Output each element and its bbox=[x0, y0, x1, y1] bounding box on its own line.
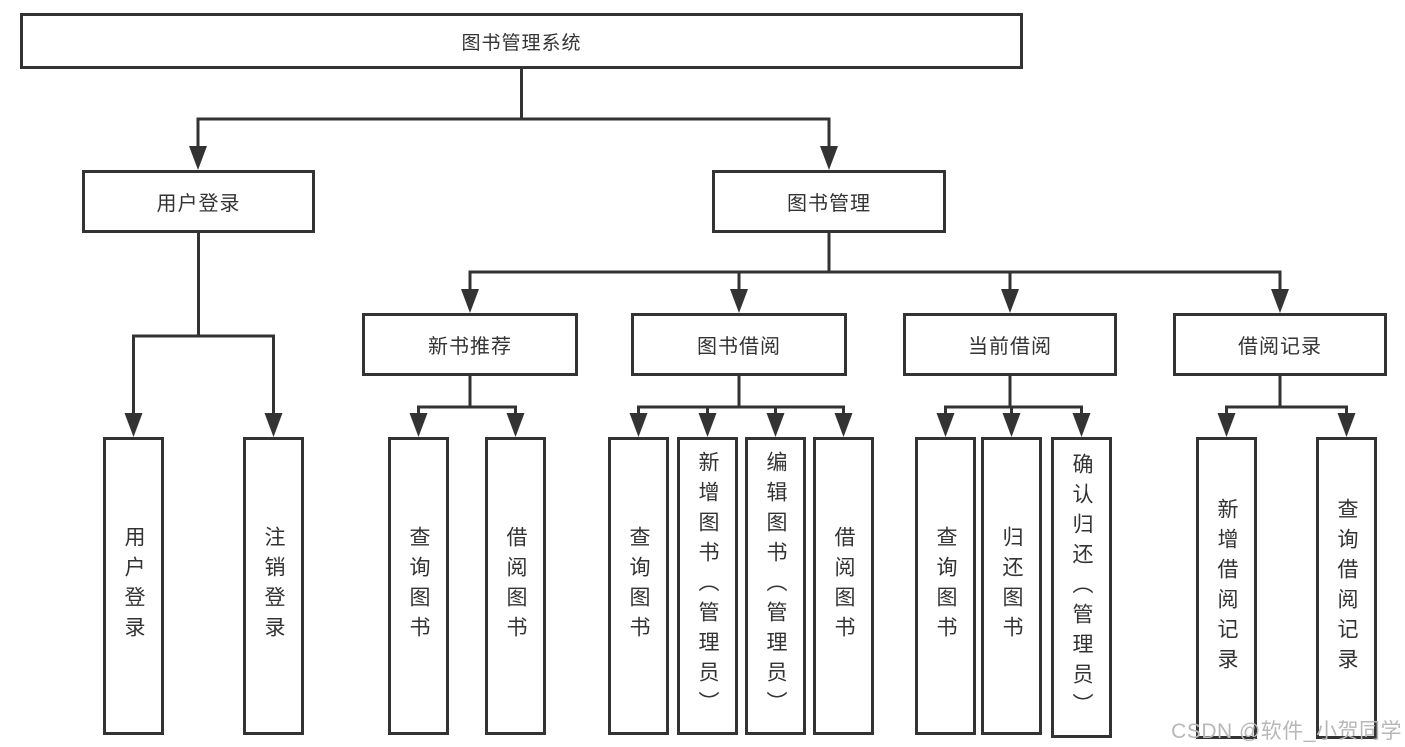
leaf-label: 查询借阅记录 bbox=[1335, 498, 1358, 678]
leaf-label: 新增借阅记录 bbox=[1215, 498, 1238, 678]
leaf-edit-book-admin: 编辑图书（管理员） bbox=[745, 437, 806, 735]
leaf-query-borrow-record: 查询借阅记录 bbox=[1316, 437, 1377, 739]
leaf-query-books-1: 查询图书 bbox=[388, 437, 449, 735]
leaf-add-book-admin: 新增图书（管理员） bbox=[677, 437, 738, 735]
leaf-borrow-books-1: 借阅图书 bbox=[485, 437, 546, 735]
leaf-borrow-books-2: 借阅图书 bbox=[813, 437, 874, 735]
node-library-management-system: 图书管理系统 bbox=[20, 13, 1023, 69]
leaf-confirm-return-admin: 确认归还（管理员） bbox=[1051, 437, 1112, 738]
leaf-label: 注销登录 bbox=[262, 526, 285, 646]
leaf-user-login: 用户登录 bbox=[103, 437, 164, 735]
leaf-label: 查询图书 bbox=[627, 526, 650, 646]
node-book-borrowing: 图书借阅 bbox=[631, 313, 847, 376]
leaf-add-borrow-record: 新增借阅记录 bbox=[1196, 437, 1257, 739]
node-borrowing-records: 借阅记录 bbox=[1173, 313, 1387, 376]
leaf-label: 借阅图书 bbox=[504, 526, 527, 646]
node-user-login: 用户登录 bbox=[82, 170, 315, 233]
leaf-label: 查询图书 bbox=[407, 526, 430, 646]
leaf-query-books-2: 查询图书 bbox=[608, 437, 669, 735]
leaf-label: 查询图书 bbox=[934, 526, 957, 646]
leaf-logout: 注销登录 bbox=[243, 437, 304, 735]
leaf-label: 确认归还（管理员） bbox=[1070, 452, 1093, 723]
leaf-label: 借阅图书 bbox=[832, 526, 855, 646]
leaf-label: 编辑图书（管理员） bbox=[764, 451, 787, 721]
leaf-label: 用户登录 bbox=[122, 526, 145, 646]
watermark-text: CSDN @软件_小贺同学 bbox=[1171, 720, 1402, 743]
node-new-book-recommend: 新书推荐 bbox=[362, 313, 578, 376]
leaf-return-books: 归还图书 bbox=[981, 437, 1042, 735]
leaf-query-books-3: 查询图书 bbox=[915, 437, 976, 735]
leaf-label: 新增图书（管理员） bbox=[696, 451, 719, 721]
leaf-label: 归还图书 bbox=[1000, 526, 1023, 646]
node-current-borrowing: 当前借阅 bbox=[903, 313, 1117, 376]
node-book-management: 图书管理 bbox=[712, 170, 946, 233]
